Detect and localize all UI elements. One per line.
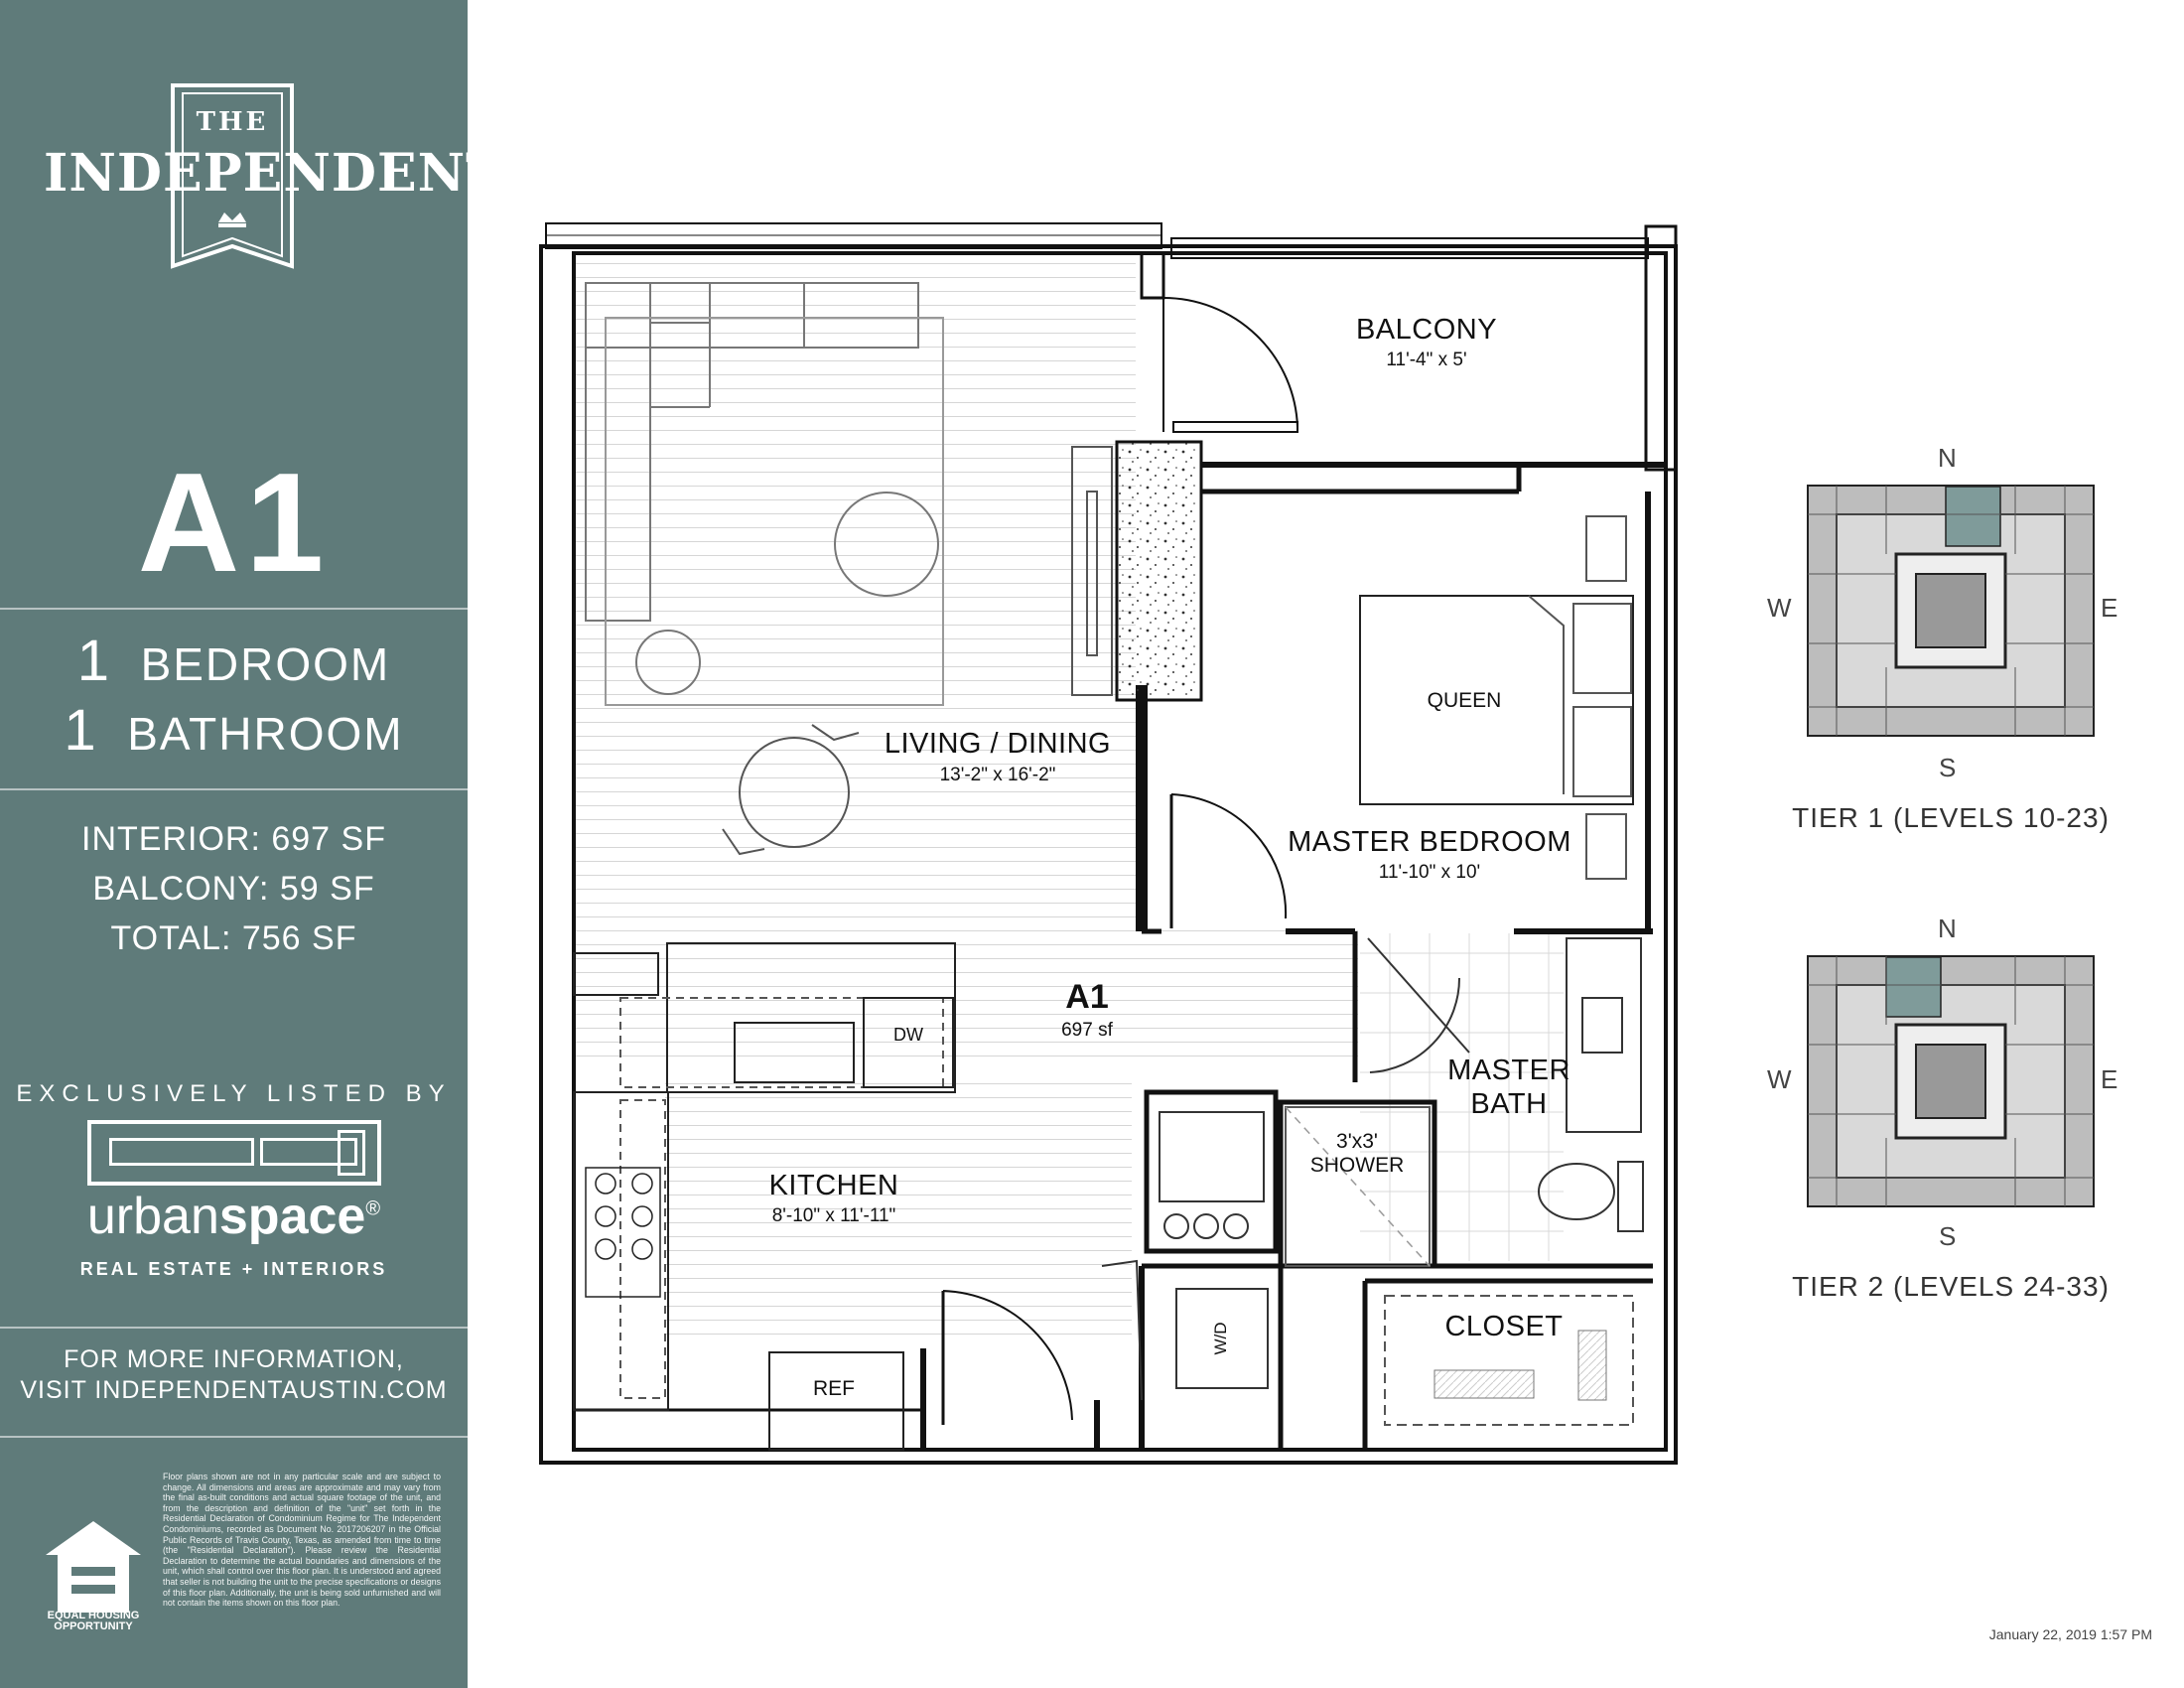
more-info: FOR MORE INFORMATION, VISIT INDEPENDENTA… xyxy=(0,1344,468,1406)
brand-the: THE xyxy=(196,107,269,137)
entry-door-swing xyxy=(942,1290,1073,1421)
cooktop-icon xyxy=(585,1167,661,1298)
living-floor xyxy=(574,253,1136,928)
kitchen-dim: 8'-10" x 11'-11" xyxy=(771,1205,896,1226)
balcony-area: BALCONY: 59 SF xyxy=(92,870,375,908)
kitchen-label: KITCHEN xyxy=(768,1170,899,1201)
tier2-east: E xyxy=(2101,1064,2118,1094)
equal-housing-icon xyxy=(46,1521,141,1613)
balcony-dim: 11'-4" x 5' xyxy=(1386,350,1467,370)
chair xyxy=(722,828,765,856)
master-bedroom-dim: 11'-10" x 10' xyxy=(1378,862,1481,883)
shower-stall xyxy=(1285,1106,1431,1267)
master-bath-line1: MASTER xyxy=(1447,1055,1570,1086)
wd-unit xyxy=(1175,1288,1269,1389)
living-dim: 13'-2" x 16'-2" xyxy=(939,765,1056,785)
ref-label: REF xyxy=(813,1377,855,1400)
washer xyxy=(1159,1111,1265,1202)
equal-housing-text: EQUAL HOUSING OPPORTUNITY xyxy=(40,1611,147,1632)
bedrooms-line: 1 BEDROOM xyxy=(0,628,468,694)
shower-line1: 3'x3' xyxy=(1336,1130,1378,1153)
info-website[interactable]: VISIT INDEPENDENTAUSTIN.COM xyxy=(20,1376,448,1404)
bath-floor xyxy=(1360,933,1564,1261)
vanity xyxy=(1566,937,1642,1133)
pillow xyxy=(1572,603,1632,694)
bedrooms-count: 1 xyxy=(76,629,111,693)
balcony-door-swing xyxy=(1162,297,1298,428)
unit-plan-sf: 697 sf xyxy=(1061,1020,1113,1041)
bathrooms-line: 1 BATHROOM xyxy=(0,697,468,764)
tier1-north: N xyxy=(1938,443,1957,473)
divider xyxy=(0,1327,468,1329)
bath-door-swing xyxy=(1369,977,1461,1073)
tier1-south: S xyxy=(1939,753,1957,782)
eho-line-1: EQUAL HOUSING xyxy=(47,1610,140,1621)
coffee-table xyxy=(834,492,939,597)
tv xyxy=(1086,491,1098,656)
bathrooms-count: 1 xyxy=(64,698,98,763)
unit-code: A1 xyxy=(137,444,331,602)
dw-label: DW xyxy=(893,1025,923,1045)
company-bold: space xyxy=(218,1188,366,1245)
banner-frame-icon xyxy=(171,83,294,269)
bathrooms-label: BATHROOM xyxy=(127,708,404,760)
urbanspace-logo-icon xyxy=(87,1120,381,1186)
sofa xyxy=(585,282,944,706)
bedrooms-label: BEDROOM xyxy=(140,638,391,690)
tier1-caption: TIER 1 (LEVELS 10-23) xyxy=(1792,802,2110,833)
pillow xyxy=(1572,706,1632,797)
dining-table xyxy=(739,737,850,848)
toilet-icon xyxy=(1538,1163,1615,1220)
company-light: urban xyxy=(86,1188,219,1245)
bath-door xyxy=(1367,937,1470,1054)
balcony-door xyxy=(1172,421,1298,433)
tier2-north: N xyxy=(1938,914,1957,943)
kitchen-floor xyxy=(665,1082,1132,1340)
shower-line2: SHOWER xyxy=(1309,1154,1405,1177)
closet-shelf xyxy=(1384,1295,1634,1426)
tv-console xyxy=(1071,446,1113,696)
total-area: TOTAL: 756 SF xyxy=(110,919,357,957)
divider xyxy=(0,1436,468,1438)
master-bedroom-label: MASTER BEDROOM xyxy=(1288,826,1571,858)
urbanspace-wordmark: urbanspace® xyxy=(0,1187,468,1246)
interior-area: INTERIOR: 697 SF xyxy=(81,820,386,858)
tier1-west: W xyxy=(1767,593,1792,623)
bed-label: QUEEN xyxy=(1427,689,1502,712)
tier2-west: W xyxy=(1767,1064,1792,1094)
sidebar: THE INDEPENDENT A1 1 BEDROOM 1 BATHROOM … xyxy=(0,0,504,1688)
hall-floor xyxy=(574,928,1358,1057)
balcony-label: BALCONY xyxy=(1355,314,1498,346)
company-subtitle: REAL ESTATE + INTERIORS xyxy=(79,1259,388,1279)
master-bath-line2: BATH xyxy=(1470,1088,1548,1120)
bed xyxy=(1359,595,1634,805)
wd-label: W/D xyxy=(1211,1322,1230,1355)
kitchen-counters xyxy=(573,942,956,1451)
tier2-keyplan xyxy=(1807,955,2095,1207)
side-table xyxy=(635,630,701,695)
bedroom-door-swing xyxy=(1170,793,1288,919)
granite-column xyxy=(1115,440,1203,702)
tier1-keyplan xyxy=(1807,485,2095,737)
living-label: LIVING / DINING xyxy=(884,728,1112,760)
disclaimer: Floor plans shown are not in any particu… xyxy=(163,1472,441,1609)
eho-line-2: OPPORTUNITY xyxy=(54,1620,133,1632)
tier1-east: E xyxy=(2101,593,2118,623)
closet-label: CLOSET xyxy=(1444,1311,1564,1342)
sink-icon xyxy=(1581,997,1623,1054)
info-line-1: FOR MORE INFORMATION, xyxy=(64,1345,404,1373)
nightstand xyxy=(1585,515,1627,582)
exclusively-listed: EXCLUSIVELY LISTED BY xyxy=(16,1080,452,1107)
divider xyxy=(0,608,468,610)
nightstand xyxy=(1585,813,1627,880)
tier2-caption: TIER 2 (LEVELS 24-33) xyxy=(1792,1271,2110,1302)
chair xyxy=(811,724,860,742)
divider xyxy=(0,788,468,790)
tier2-south: S xyxy=(1939,1221,1957,1251)
registered-mark: ® xyxy=(365,1197,381,1220)
timestamp: January 22, 2019 1:57 PM xyxy=(1988,1626,2152,1642)
unit-plan-code: A1 xyxy=(1065,978,1109,1016)
